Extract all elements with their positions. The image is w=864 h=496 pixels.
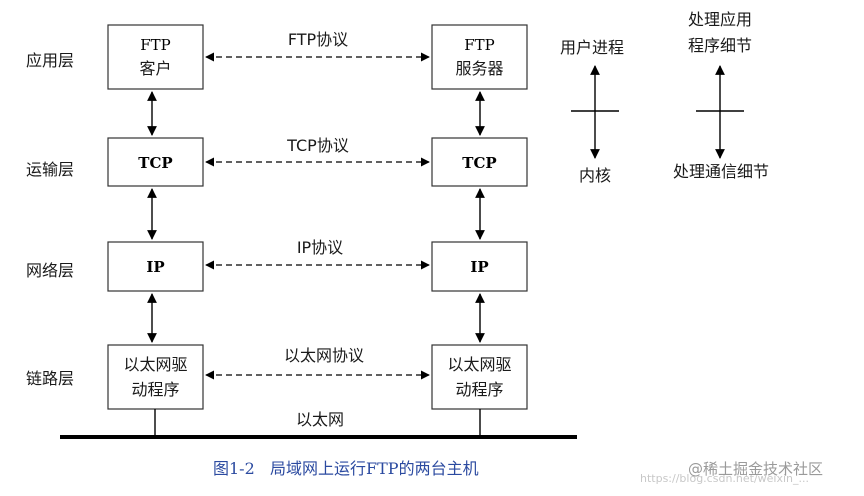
client-eth-label-1: 以太网驱 <box>123 355 187 374</box>
eth-protocol-label: 以太网协议 <box>284 346 364 365</box>
figure-caption: 图1-2 局域网上运行FTP的两台主机 <box>213 459 479 478</box>
legend-app-details-1: 处理应用 <box>688 10 752 29</box>
client-tcp-label: TCP <box>138 154 172 172</box>
client-ip-box <box>107 241 204 292</box>
server-tcp-box <box>431 137 528 187</box>
client-eth-driver-box <box>107 344 204 410</box>
client-tcp-box <box>107 137 204 187</box>
tcp-protocol-label: TCP协议 <box>286 136 349 155</box>
client-ip-label: IP <box>146 258 164 276</box>
server-eth-label-2: 动程序 <box>455 380 503 399</box>
client-eth-label-2: 动程序 <box>131 380 179 399</box>
client-ftp-label-1: FTP <box>140 36 171 54</box>
ip-protocol-label: IP协议 <box>297 238 343 257</box>
client-ftp-label-2: 客户 <box>139 59 171 78</box>
legend-comm-details: 处理通信细节 <box>673 162 769 181</box>
server-ftp-label-1: FTP <box>464 36 495 54</box>
ethernet-bus-label: 以太网 <box>296 410 344 429</box>
watermark: @稀土掘金技术社区 <box>688 460 823 478</box>
layer-label-transport: 运输层 <box>26 160 74 179</box>
legend-kernel: 内核 <box>579 166 611 185</box>
watermark-url: https://blog.csdn.net/weixin_... <box>640 472 809 485</box>
legend-user-process: 用户进程 <box>560 38 624 57</box>
server-tcp-label: TCP <box>462 154 496 172</box>
layer-label-network: 网络层 <box>26 261 74 280</box>
client-ftp-box <box>107 24 204 90</box>
server-ip-label: IP <box>470 258 488 276</box>
server-eth-driver-box <box>431 344 528 410</box>
legend-app-details-2: 程序细节 <box>688 36 752 55</box>
server-eth-label-1: 以太网驱 <box>447 355 511 374</box>
layer-label-link: 链路层 <box>26 369 74 388</box>
layer-label-application: 应用层 <box>26 51 74 70</box>
ftp-protocol-label: FTP协议 <box>288 30 348 49</box>
server-ftp-label-2: 服务器 <box>455 59 503 78</box>
server-ip-box <box>431 241 528 292</box>
server-ftp-box <box>431 24 528 90</box>
